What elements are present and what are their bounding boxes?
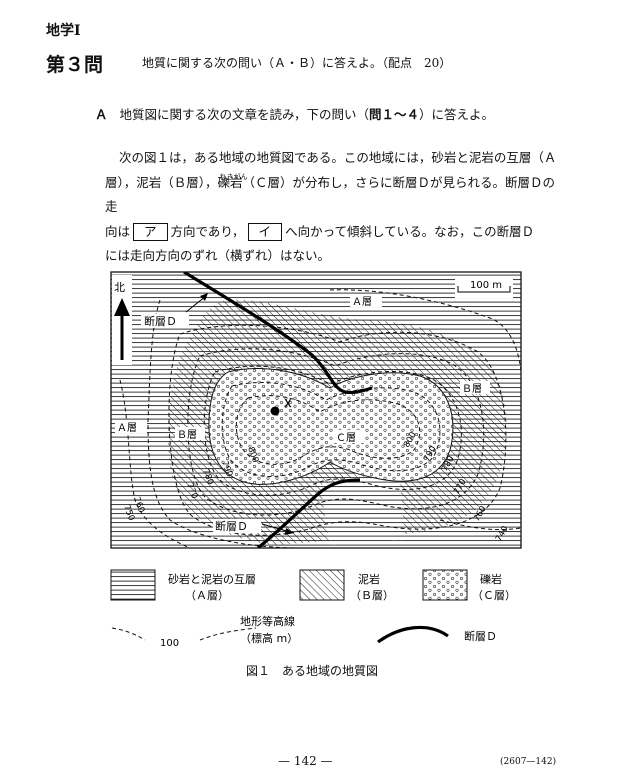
figure-caption: 図１ ある地域の地質図: [246, 664, 379, 678]
exam-code: (2607—142): [500, 757, 557, 767]
point-x-marker: [270, 406, 280, 416]
scale-bar: 100 m: [457, 280, 511, 293]
legend: 砂岩と泥岩の互層 （Ａ層） 泥岩 （Ｂ層） 礫岩 （Ｃ層） 100 地形等高線 …: [110, 569, 516, 649]
fault-d-line-south: [256, 478, 361, 548]
fault-label-bottom: 断層Ｄ: [215, 519, 248, 533]
para-line-3: 向はア方向であり，イへ向かって傾斜している。なお，この断層Ｄ: [105, 222, 535, 241]
legend-fault-label: 断層Ｄ: [464, 629, 497, 643]
subject-header: 地学Ⅰ: [46, 23, 81, 39]
legend-contour-line: [111, 627, 257, 641]
para-line-4: には走向方向のずれ（横ずれ）はない。: [105, 248, 331, 263]
legend-swatch-b: [299, 569, 345, 601]
label-a-top: Ａ層: [352, 296, 372, 308]
legend-b-label: 泥岩: [358, 572, 380, 586]
answer-box-a: ア: [133, 222, 168, 241]
ruby-reading: れきがん: [219, 172, 248, 181]
scale-label: 100 m: [470, 280, 502, 291]
map-frame: [110, 271, 522, 549]
label-a-left: Ａ層: [117, 422, 137, 434]
legend-c-sub: （Ｃ層）: [472, 589, 516, 602]
section-a-text-bold: 問１～４: [369, 107, 420, 122]
fault-pointer-bottom: [261, 523, 291, 533]
label-b-left: Ｂ層: [177, 429, 197, 441]
question-number: 第３問: [46, 54, 104, 76]
fault-d-line: [183, 272, 373, 395]
north-arrow-icon: [114, 298, 130, 360]
question-lead: 地質に関する次の問い（Ａ・Ｂ）に答えよ。（配点 20）: [142, 56, 452, 70]
contour-lines: [119, 289, 521, 548]
north-label: 北: [114, 281, 125, 294]
legend-contour-sub: （標高 m）: [240, 631, 298, 645]
legend-contour-value: 100: [160, 638, 179, 649]
answer-box-i: イ: [247, 222, 283, 241]
legend-contour-label: 地形等高線: [240, 614, 295, 628]
section-a-text-pre: 地質図に関する次の文章を読み，下の問い（: [119, 107, 370, 122]
legend-b-sub: （Ｂ層）: [350, 589, 394, 602]
intro-paragraph: 次の図１は，ある地域の地質図である。この地域には，砂岩と泥岩の互層（Ａ 層），泥…: [105, 146, 557, 269]
section-a-text-post: ）に答えよ。: [419, 107, 495, 122]
legend-swatch-c: [422, 569, 468, 601]
label-b-right: Ｂ層: [462, 383, 482, 395]
legend-a-label: 砂岩と泥岩の互層: [168, 572, 256, 586]
legend-a-sub: （Ａ層）: [185, 589, 229, 602]
section-a-heading: Ａ 地質図に関する次の文章を読み，下の問い（問１～４）に答えよ。: [95, 104, 494, 123]
ruby-base: 礫岩: [217, 174, 243, 190]
para-line-1: 次の図１は，ある地域の地質図である。この地域には，砂岩と泥岩の互層（Ａ: [119, 150, 557, 165]
page-number: — 142 —: [278, 754, 333, 768]
para-line-2: 層），泥岩（Ｂ層），れきがん礫岩（Ｃ層）が分布し，さらに断層Ｄが見られる。断層Ｄ…: [105, 171, 557, 220]
section-a-mark: Ａ: [95, 107, 108, 122]
legend-swatch-a: [110, 569, 156, 601]
fault-label-top: 断層Ｄ: [144, 314, 177, 328]
label-c-center: Ｃ層: [336, 432, 356, 444]
legend-fault-line: [377, 625, 449, 644]
map-area: [111, 272, 521, 548]
legend-c-label: 礫岩: [480, 572, 502, 586]
ruby-rekigan: れきがん礫岩: [217, 173, 248, 190]
point-x-label: Ｘ: [283, 398, 293, 410]
